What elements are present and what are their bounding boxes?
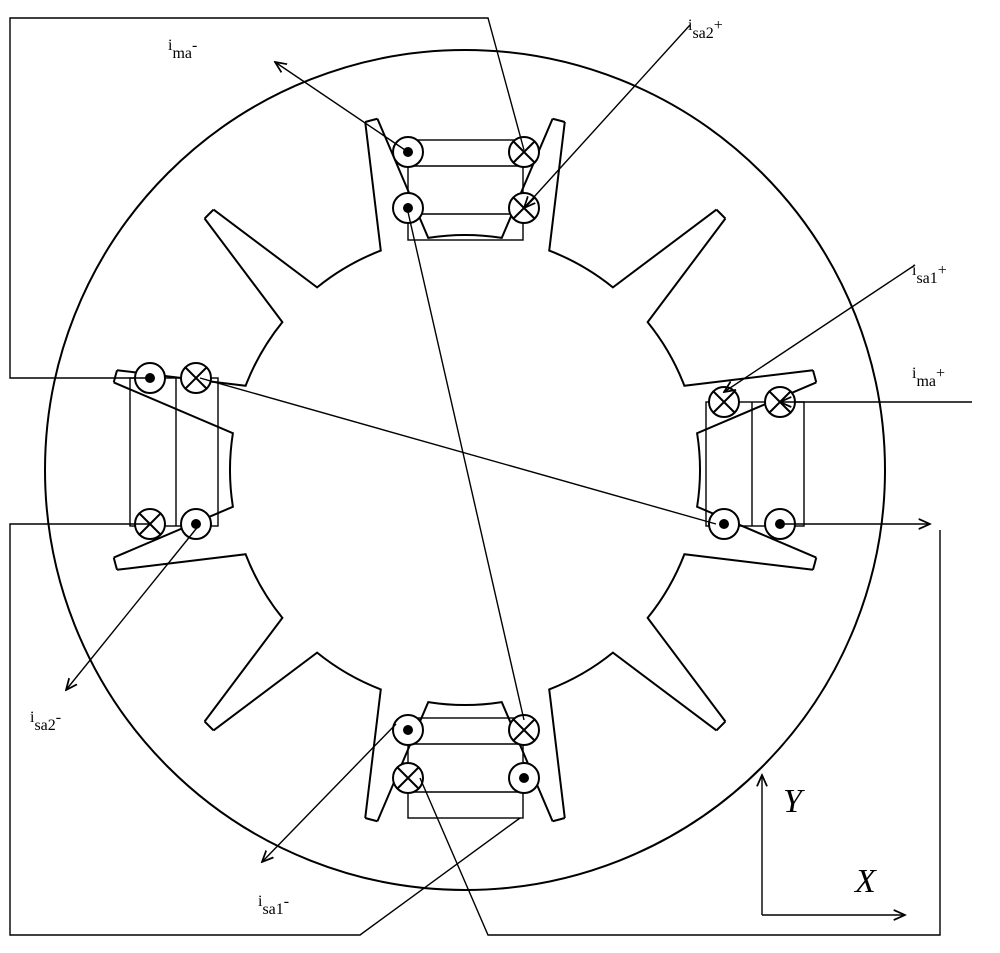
stator-slot-arc xyxy=(203,720,215,732)
conductor-cross-mark xyxy=(513,141,535,163)
wiring xyxy=(9,17,972,936)
conductor-dot-center xyxy=(719,519,729,529)
stator-tooth xyxy=(116,217,284,387)
stator-slot-arc xyxy=(364,117,378,123)
label-ima-plus: ima+ xyxy=(912,365,945,390)
stator-tooth xyxy=(646,553,814,723)
wire-frame-top-left xyxy=(9,17,525,379)
wire-frame-bottom-left xyxy=(9,523,521,936)
lead-ima-minus xyxy=(275,62,409,153)
stator-tooth xyxy=(212,651,382,819)
coil-wrappings xyxy=(129,139,805,819)
stator-slot-arc xyxy=(552,817,566,823)
label-isa2-minus: isa2- xyxy=(30,709,61,734)
label-ima-minus: ima- xyxy=(168,37,197,62)
conductor-dot-center xyxy=(519,773,529,783)
conductor-dot-center xyxy=(403,725,413,735)
conductor-cross-mark xyxy=(513,719,535,741)
current-labels: ima- isa2+ isa1+ ima+ isa2- isa1- xyxy=(30,17,947,918)
conductor-dot-center xyxy=(403,203,413,213)
coordinate-axes: Y X xyxy=(762,775,905,915)
stator-slot-arc xyxy=(112,557,118,571)
stator-tooth xyxy=(548,121,718,289)
lead-isa2-plus xyxy=(524,24,691,208)
conductor-cross-mark xyxy=(185,367,207,389)
wire-frame-bottom-right xyxy=(419,530,941,936)
conductor-cross-mark xyxy=(397,767,419,789)
x-axis-label: X xyxy=(853,863,877,900)
stator-slot-arc xyxy=(364,817,378,823)
stator-slot-arc xyxy=(812,369,818,383)
y-axis-label: Y xyxy=(783,783,805,820)
stator-slot-arc xyxy=(203,208,215,220)
stator-teeth xyxy=(112,117,818,823)
conductor-cross-mark xyxy=(713,391,735,413)
stator-tooth xyxy=(116,553,284,723)
wire-left-to-right xyxy=(199,377,717,525)
stator-tooth xyxy=(548,651,718,819)
stator-tooth xyxy=(376,700,554,822)
stator-slot-arc xyxy=(552,117,566,123)
wire-top-to-bottom xyxy=(407,211,525,721)
stator-tooth xyxy=(376,118,554,240)
stator-tooth xyxy=(212,121,382,289)
label-isa2-plus: isa2+ xyxy=(688,17,723,42)
stator-slot-arc xyxy=(715,720,727,732)
stator-tooth xyxy=(695,381,817,559)
stator-tooth xyxy=(113,381,235,559)
stator-tooth xyxy=(646,217,814,387)
label-isa1-minus: isa1- xyxy=(258,893,289,918)
lead-isa2-minus xyxy=(66,523,201,690)
stator-slot-arc xyxy=(112,369,118,383)
label-isa1-plus: isa1+ xyxy=(912,262,947,287)
lead-isa1-plus xyxy=(724,264,916,392)
stator-outer-circle xyxy=(44,49,886,891)
stator-slot-arc xyxy=(812,557,818,571)
lead-isa1-minus xyxy=(262,723,397,862)
stator-slot-arc xyxy=(715,208,727,220)
